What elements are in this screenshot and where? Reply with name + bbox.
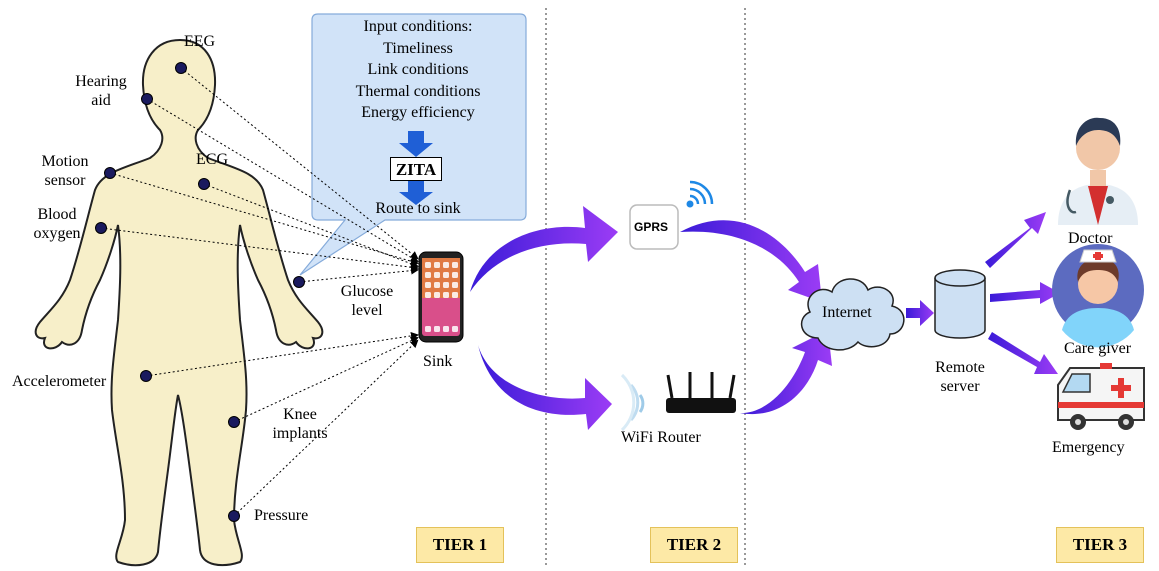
gprs-antenna-icon (629, 180, 714, 250)
callout-text: Input conditions: Timeliness Link condit… (318, 16, 518, 124)
server-database-icon (934, 269, 986, 339)
tier-3-badge: TIER 3 (1056, 527, 1144, 563)
label-glucose-level: Glucose level (330, 282, 404, 320)
sensor-dot-blood (95, 222, 107, 234)
label-glucose-line1: Glucose (340, 283, 394, 300)
wifi-router-icon (620, 372, 736, 432)
label-emergency: Emergency (1052, 439, 1125, 456)
label-pressure: Pressure (254, 507, 309, 524)
label-blood-line1: Blood (37, 206, 77, 223)
label-remote-line1: Remote (935, 359, 985, 376)
label-accelerometer: Accelerometer (12, 373, 107, 390)
sensor-dot-glucose (293, 276, 305, 288)
label-knee-line1: Knee (283, 406, 317, 423)
label-remote-server: Remote server (922, 358, 998, 396)
label-hearing-aid: Hearing aid (70, 72, 132, 110)
tier-1-badge: TIER 1 (416, 527, 504, 563)
zita-algorithm-box: ZITA (390, 157, 442, 181)
internet-cloud-icon (800, 278, 905, 351)
label-doctor: Doctor (1068, 230, 1113, 247)
callout-line: Energy efficiency (361, 104, 475, 121)
label-hearing-line1: Hearing (75, 73, 127, 90)
ambulance-icon (1057, 363, 1145, 430)
arrow-server-to-emergency (988, 332, 1058, 374)
arrow-wifi-to-internet (740, 330, 832, 415)
tier-2-badge: TIER 2 (650, 527, 738, 563)
label-sink: Sink (423, 353, 453, 370)
label-eeg: EEG (184, 33, 216, 50)
zita-down-arrow-1 (399, 131, 433, 157)
label-glucose-line2: level (351, 302, 383, 319)
label-motion-line2: sensor (44, 172, 86, 189)
label-hearing-line2: aid (91, 92, 111, 109)
label-knee-implants: Knee implants (262, 405, 338, 443)
callout-line: Thermal conditions (355, 82, 481, 100)
zita-down-arrow-2 (399, 181, 433, 205)
human-body-silhouette (34, 38, 324, 567)
arrow-internet-to-server (906, 300, 934, 326)
sensor-dot-ecg (198, 178, 210, 190)
doctor-icon (1058, 117, 1138, 225)
arrow-sink-to-gprs (470, 206, 618, 292)
nurse-icon (1052, 244, 1144, 348)
sensor-dot-eeg (175, 62, 187, 74)
label-knee-line2: implants (272, 425, 328, 442)
label-wifi-router: WiFi Router (621, 429, 701, 446)
sensor-dot-motion (104, 167, 116, 179)
arrow-gprs-to-internet (680, 220, 822, 302)
label-remote-line2: server (940, 378, 980, 395)
arrow-server-to-caregiver (990, 282, 1060, 304)
label-care-giver: Care giver (1064, 340, 1132, 357)
sensor-links (100, 67, 419, 517)
callout-line: Link conditions (367, 61, 469, 78)
label-blood-line2: oxygen (33, 225, 81, 242)
sensor-dot-accelerometer (140, 370, 152, 382)
sensor-dot-hearing (141, 93, 153, 105)
smartphone-icon (418, 251, 464, 343)
callout-line: Timeliness (383, 39, 453, 57)
arrow-server-to-doctor (985, 212, 1046, 268)
label-gprs: GPRS (634, 220, 669, 234)
route-to-sink-label: Route to sink (375, 200, 461, 217)
label-ecg: ECG (196, 151, 228, 168)
sensor-dot-knee (228, 416, 240, 428)
label-motion-sensor: Motion sensor (30, 152, 100, 190)
arrow-sink-to-wifi (478, 345, 612, 430)
callout-line: Input conditions: (363, 18, 473, 35)
label-blood-oxygen: Blood oxygen (22, 205, 92, 243)
label-internet: Internet (822, 304, 872, 321)
label-motion-line1: Motion (41, 153, 89, 170)
sensor-dot-pressure (228, 510, 240, 522)
